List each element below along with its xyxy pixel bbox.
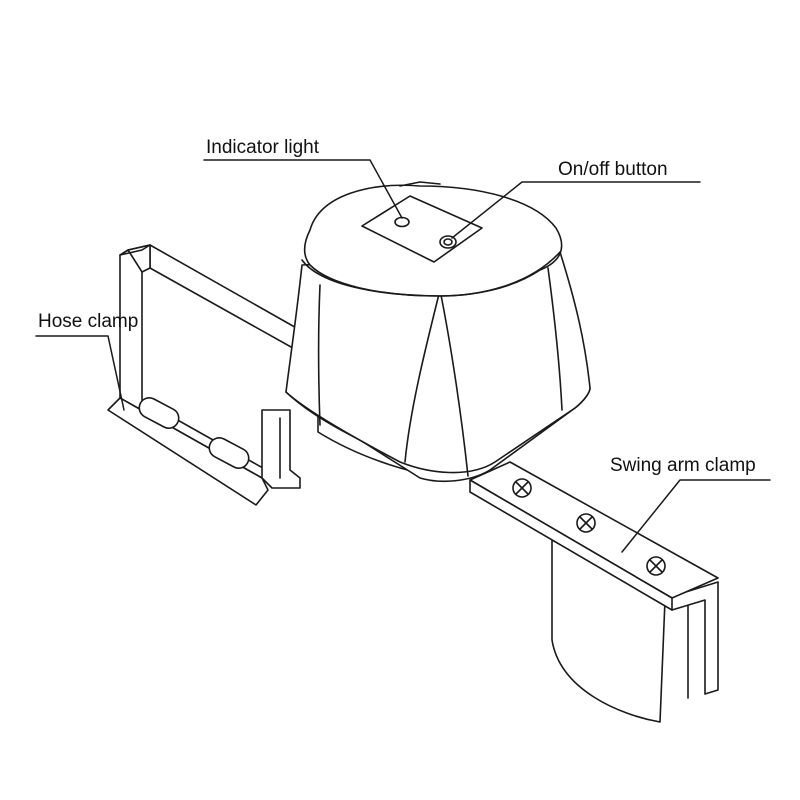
hose-clamp-slot-2: [208, 437, 250, 469]
leader-on-off-button: [451, 181, 701, 239]
indicator-light-icon: [394, 216, 410, 228]
label-hose-clamp: Hose clamp: [38, 311, 138, 332]
leader-indicator-light: [203, 159, 403, 219]
housing-facet-3: [317, 284, 321, 426]
swing-arm-clamp-part: [469, 461, 719, 723]
leader-swing-arm-clamp: [621, 479, 771, 553]
hose-clamp-part: [107, 244, 301, 506]
label-indicator-light: Indicator light: [206, 137, 320, 158]
hose-clamp-tab: [261, 409, 301, 489]
swing-arm-strip-edge: [469, 479, 673, 611]
hose-clamp-arm: [149, 244, 301, 353]
label-swing-arm-clamp: Swing arm clamp: [610, 455, 756, 476]
diagram-artwork: [35, 159, 771, 723]
housing-body: [285, 251, 591, 474]
label-on-off-button: On/off button: [558, 159, 668, 180]
leader-hose-clamp: [35, 335, 125, 411]
screw-icon: [576, 513, 596, 533]
hose-clamp-flange: [107, 397, 269, 506]
hose-clamp-slot-1: [138, 397, 180, 429]
housing-facet-1: [404, 289, 441, 463]
screw-icon: [646, 556, 666, 576]
hose-clamp-lip: [119, 244, 151, 256]
motor-housing: [285, 181, 591, 483]
housing-facet-2: [439, 289, 469, 477]
housing-facet-4: [547, 267, 563, 411]
leader-lines: [35, 159, 771, 553]
housing-cap-rim: [301, 251, 561, 297]
screw-icon: [512, 478, 532, 498]
power-button-icon: [439, 235, 457, 249]
